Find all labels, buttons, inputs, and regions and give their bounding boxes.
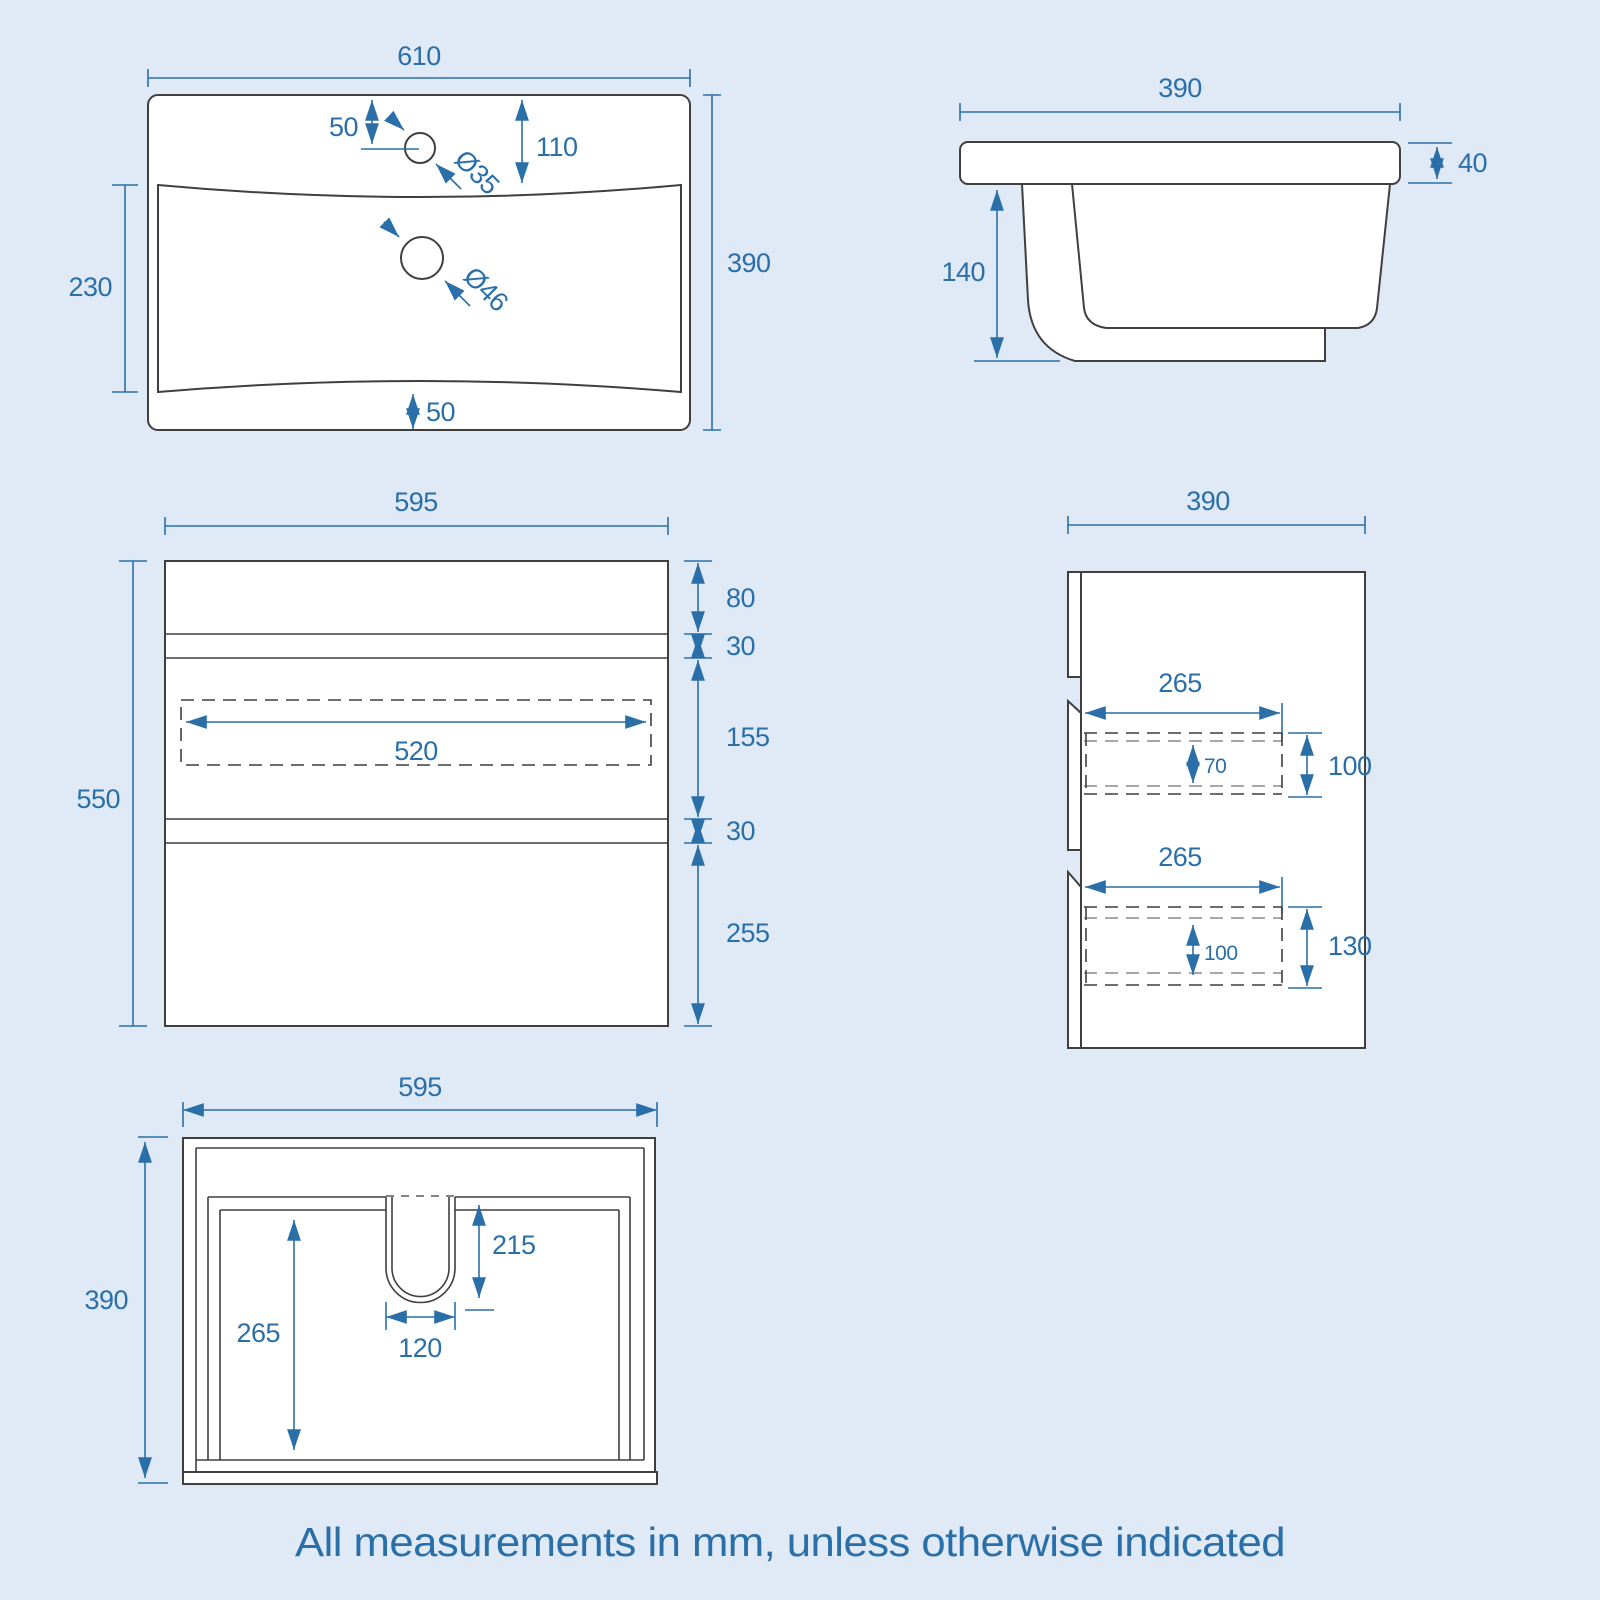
cabinet-front-width-dim: 595 [164, 487, 669, 535]
cabinet-side-depth-label: 390 [1186, 486, 1230, 516]
lower-drawer-depth-dim: 265 [1085, 842, 1283, 914]
cabinet-height-dim: 550 [76, 560, 147, 1027]
basin-side-depth-dim: 390 [959, 73, 1401, 121]
measurements-note: All measurements in mm, unless otherwise… [295, 1519, 1285, 1565]
basin-top-depth-dim: 390 [703, 94, 771, 431]
cabinet-internal-width-dim: 520 [186, 715, 646, 766]
upper-drawer-hidden-outline [1084, 732, 1283, 795]
cabinet-front-view: 595 520 550 80 [76, 487, 770, 1027]
basin-top-width-dim: 610 [147, 41, 691, 87]
basin-side-depth-label: 390 [1158, 73, 1202, 103]
cutout-width-dim: 120 [385, 1302, 456, 1363]
cabinet-plan-view: 595 390 265 [84, 1072, 658, 1485]
plumbing-cutout-outer [385, 1197, 456, 1304]
basin-bowl-height-dim: 140 [941, 190, 1060, 362]
basin-front-ledge-dim: 50 [406, 394, 456, 429]
lower-drawer-depth-label: 265 [1158, 842, 1202, 872]
upper-drawer-height-dim: 100 [1288, 732, 1372, 798]
basin-side-rim [959, 141, 1401, 185]
drawer-front-profile-top [1067, 571, 1082, 678]
cabinet-plan-outline [182, 1137, 656, 1473]
cutout-depth-dim: 215 [465, 1205, 536, 1311]
lower-drawer-inner-height-dim: 100 [1186, 925, 1238, 975]
lower-drawer-height-label: 130 [1328, 931, 1372, 961]
basin-bowl-height-label: 140 [941, 257, 985, 287]
drawer-front-profile-middle [1067, 698, 1082, 851]
tap-hole [404, 132, 436, 164]
drawer-hidden-outline [180, 699, 652, 766]
cabinet-internal-width-label: 520 [394, 736, 438, 766]
upper-drawer-height-label: 100 [1328, 751, 1372, 781]
tap-hole-offset-label: 50 [329, 112, 358, 142]
cabinet-side-outline [1080, 571, 1366, 1049]
drawer-upper-label: 155 [726, 722, 770, 752]
top-section-label: 80 [726, 583, 755, 613]
basin-front-ledge-label: 50 [426, 397, 455, 427]
upper-drawer-depth-label: 265 [1158, 668, 1202, 698]
cabinet-plan-width-label: 595 [398, 1072, 442, 1102]
basin-rim-height-dim: 40 [1408, 142, 1488, 184]
waste-hole [400, 236, 444, 280]
upper-drawer-inner-height-dim: 70 [1186, 745, 1227, 783]
tap-hole-from-side-dim: 110 [515, 100, 578, 183]
cabinet-front-width-label: 595 [394, 487, 438, 517]
cabinet-front-section-dims: 80 30 155 30 255 [684, 560, 770, 1027]
cabinet-height-label: 550 [76, 784, 120, 814]
rail-lower-label: 30 [726, 816, 755, 846]
drawer-front-profile-bottom [1067, 869, 1082, 1049]
basin-top-view: 610 390 230 50 Ø35 [68, 41, 771, 431]
lower-drawer-height-dim: 130 [1288, 906, 1372, 989]
upper-drawer-depth-dim: 265 [1085, 668, 1283, 740]
cabinet-plan-walls [195, 1147, 645, 1472]
cabinet-plan-width-dim: 595 [182, 1072, 658, 1127]
basin-bowl-outline [157, 183, 682, 394]
cabinet-plan-depth-label: 390 [84, 1285, 128, 1315]
basin-side-view: 390 40 140 [941, 73, 1488, 362]
basin-top-depth-label: 390 [727, 248, 771, 278]
internal-depth-dim: 265 [236, 1220, 301, 1450]
basin-rim-height-label: 40 [1458, 148, 1487, 178]
basin-side-bowl [1070, 183, 1392, 329]
basin-bowl-depth-label: 230 [68, 272, 112, 302]
rail-upper-label: 30 [726, 631, 755, 661]
upper-drawer-inner-height-label: 70 [1204, 755, 1226, 778]
tap-hole-offset-dim: 50 [329, 100, 419, 150]
tap-hole-from-side-label: 110 [536, 132, 578, 162]
cabinet-front-outline [164, 560, 669, 1027]
cabinet-plan-front-band [182, 1471, 658, 1485]
plumbing-cutout-inner [391, 1197, 450, 1298]
cabinet-plan-depth-dim: 390 [84, 1136, 168, 1484]
cabinet-side-view: 390 265 70 100 [1067, 486, 1372, 1049]
waste-hole-pointer-arrow [379, 217, 400, 238]
tap-hole-pointer-arrow [384, 110, 405, 131]
basin-bowl-depth-dim: 230 [68, 184, 138, 393]
basin-top-width-label: 610 [397, 41, 441, 71]
internal-depth-label: 265 [236, 1318, 280, 1348]
cutout-width-label: 120 [398, 1333, 442, 1363]
cabinet-side-depth-dim: 390 [1067, 486, 1366, 534]
drawer-lower-label: 255 [726, 918, 770, 948]
lower-drawer-inner-height-label: 100 [1204, 942, 1238, 965]
lower-drawer-hidden-outline [1084, 906, 1283, 986]
cutout-depth-label: 215 [492, 1230, 536, 1260]
